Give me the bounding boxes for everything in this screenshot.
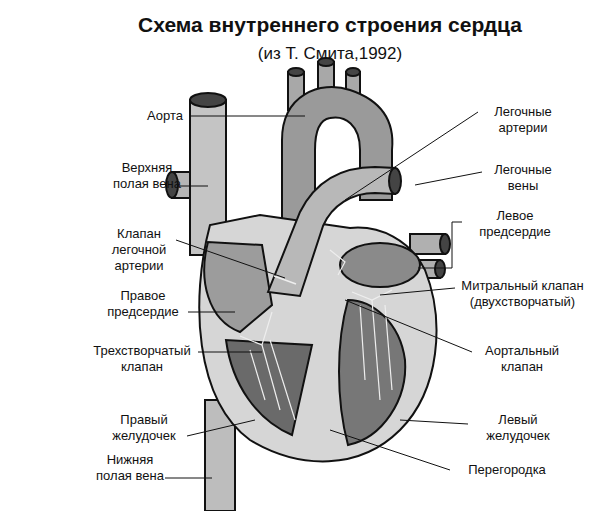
- part-label: Аортальный клапан: [472, 343, 572, 375]
- part-label: Левое предсердие: [465, 208, 565, 240]
- part-label: Перегородка: [452, 462, 562, 478]
- part-label: Нижняя полая вена: [95, 452, 165, 484]
- valves-and-chordae: [240, 250, 392, 420]
- part-label: Верхняя полая вена: [112, 160, 182, 192]
- part-label: Трехстворчатый клапан: [86, 343, 198, 375]
- part-label: Клапан легочной артерии: [100, 226, 178, 274]
- part-label: Аорта: [140, 108, 190, 124]
- part-label: Легочные артерии: [478, 104, 568, 136]
- source-note: (из Т. Смита,1992): [160, 44, 500, 64]
- part-label: Легочные вены: [478, 162, 568, 194]
- leader-lines: [165, 112, 482, 478]
- diagram-title: Схема внутреннего строения сердца: [90, 12, 570, 37]
- great-vessels: [166, 58, 450, 511]
- part-label: Левый желудочек: [468, 412, 568, 444]
- part-label: Правый желудочек: [100, 412, 188, 444]
- part-label: Правое предсердие: [98, 288, 188, 320]
- pulmonary-trunk: [268, 167, 401, 296]
- part-label: Митральный клапан (двухстворчатый): [455, 278, 590, 310]
